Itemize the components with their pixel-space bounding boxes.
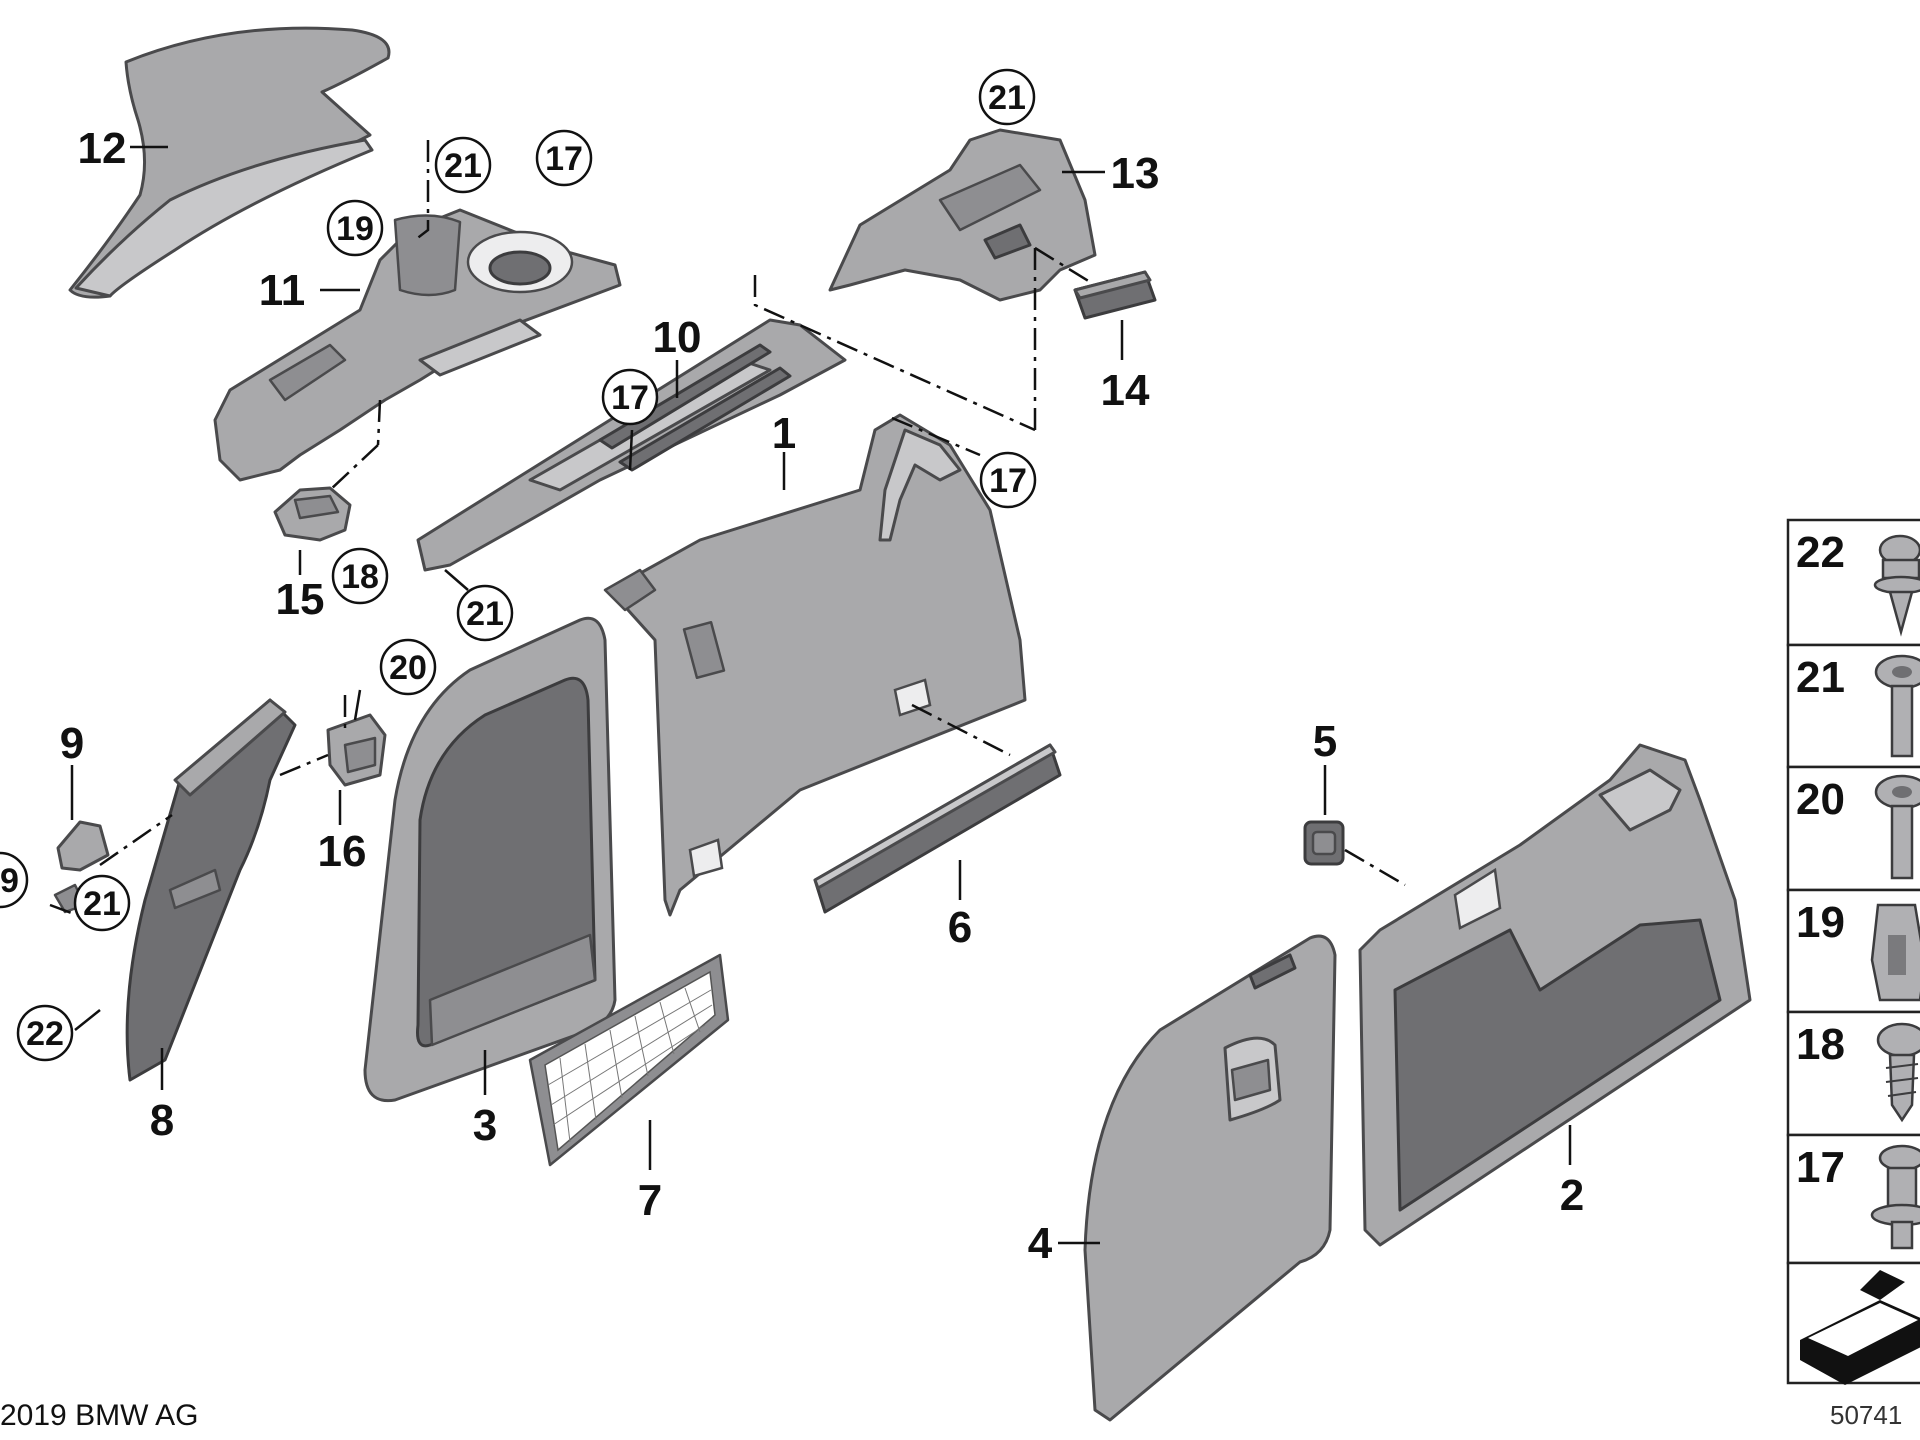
fastener-label-17: 17 [1796, 1143, 1845, 1192]
part-label-10: 10 [653, 313, 702, 362]
part-label-15: 15 [276, 575, 325, 624]
callout-21-c: 21 [466, 595, 504, 633]
callout-20: 20 [389, 649, 427, 687]
fastener-label-22: 22 [1796, 528, 1845, 577]
part-label-3: 3 [473, 1101, 497, 1150]
connection-lines [49, 140, 1406, 922]
fastener-label-21: 21 [1796, 653, 1845, 702]
callout-18: 18 [341, 558, 379, 596]
part-label-11: 11 [259, 266, 306, 315]
fastener-20-icon [1874, 774, 1920, 880]
part-8-pillar-trim [125, 698, 297, 1082]
leader-lines [70, 145, 1572, 1245]
fastener-22-icon [1873, 534, 1920, 637]
callout-19-b: 19 [0, 862, 19, 900]
part-2-right-panel [1358, 743, 1752, 1247]
part-label-1: 1 [772, 409, 796, 458]
copyright-text: 2019 BMW AG [0, 1399, 198, 1432]
callout-21-a: 21 [444, 147, 482, 185]
callouts: 21 17 19 21 17 17 18 21 20 19 21 22 [0, 68, 1037, 1062]
fastener-18-icon [1876, 1022, 1920, 1123]
part-label-12: 12 [78, 124, 127, 173]
callout-22: 22 [26, 1015, 64, 1053]
fastener-label-20: 20 [1796, 775, 1845, 824]
part-label-9: 9 [60, 719, 84, 768]
part-label-6: 6 [948, 903, 972, 952]
part-1-side-panel [603, 413, 1027, 917]
callout-19-a: 19 [336, 210, 374, 248]
part-14-pad [1073, 270, 1157, 320]
part-3-tray [363, 616, 617, 1103]
part-numbers: 1 2 3 4 5 6 7 8 9 10 11 12 13 14 15 16 [60, 124, 1584, 1268]
part-label-2: 2 [1560, 1171, 1584, 1220]
fastener-19-icon [1870, 903, 1920, 1002]
part-label-5: 5 [1313, 717, 1337, 766]
part-label-14: 14 [1101, 366, 1150, 415]
callout-17-c: 17 [989, 462, 1027, 500]
image-number: 50741 [1830, 1400, 1902, 1430]
fastener-17-icon [1870, 1144, 1920, 1250]
part-6-strip [813, 743, 1062, 914]
part-16-block [326, 713, 387, 787]
callout-21-b: 21 [988, 79, 1026, 117]
part-11-bracket [213, 208, 622, 482]
pad-symbol-icon [1800, 1270, 1920, 1385]
part-5-grommet [1303, 820, 1345, 866]
callout-17-b: 17 [611, 379, 649, 417]
fastener-21-icon [1874, 654, 1920, 758]
fastener-label-19: 19 [1796, 898, 1845, 947]
fastener-label-18: 18 [1796, 1020, 1845, 1069]
fastener-panel: 22 21 20 19 18 17 [1786, 518, 1920, 1385]
part-13-bracket [828, 128, 1097, 302]
part-label-8: 8 [150, 1096, 174, 1145]
part-7-net [528, 953, 730, 1167]
callout-21-d: 21 [83, 885, 121, 923]
part-4-right-tray [1083, 934, 1337, 1422]
callout-17-a: 17 [545, 140, 583, 178]
part-label-7: 7 [638, 1176, 662, 1225]
part-label-4: 4 [1028, 1219, 1053, 1268]
part-label-13: 13 [1111, 149, 1160, 198]
part-label-16: 16 [318, 827, 367, 876]
part-15-clip [273, 486, 352, 542]
part-12-trim-strip [68, 26, 391, 299]
